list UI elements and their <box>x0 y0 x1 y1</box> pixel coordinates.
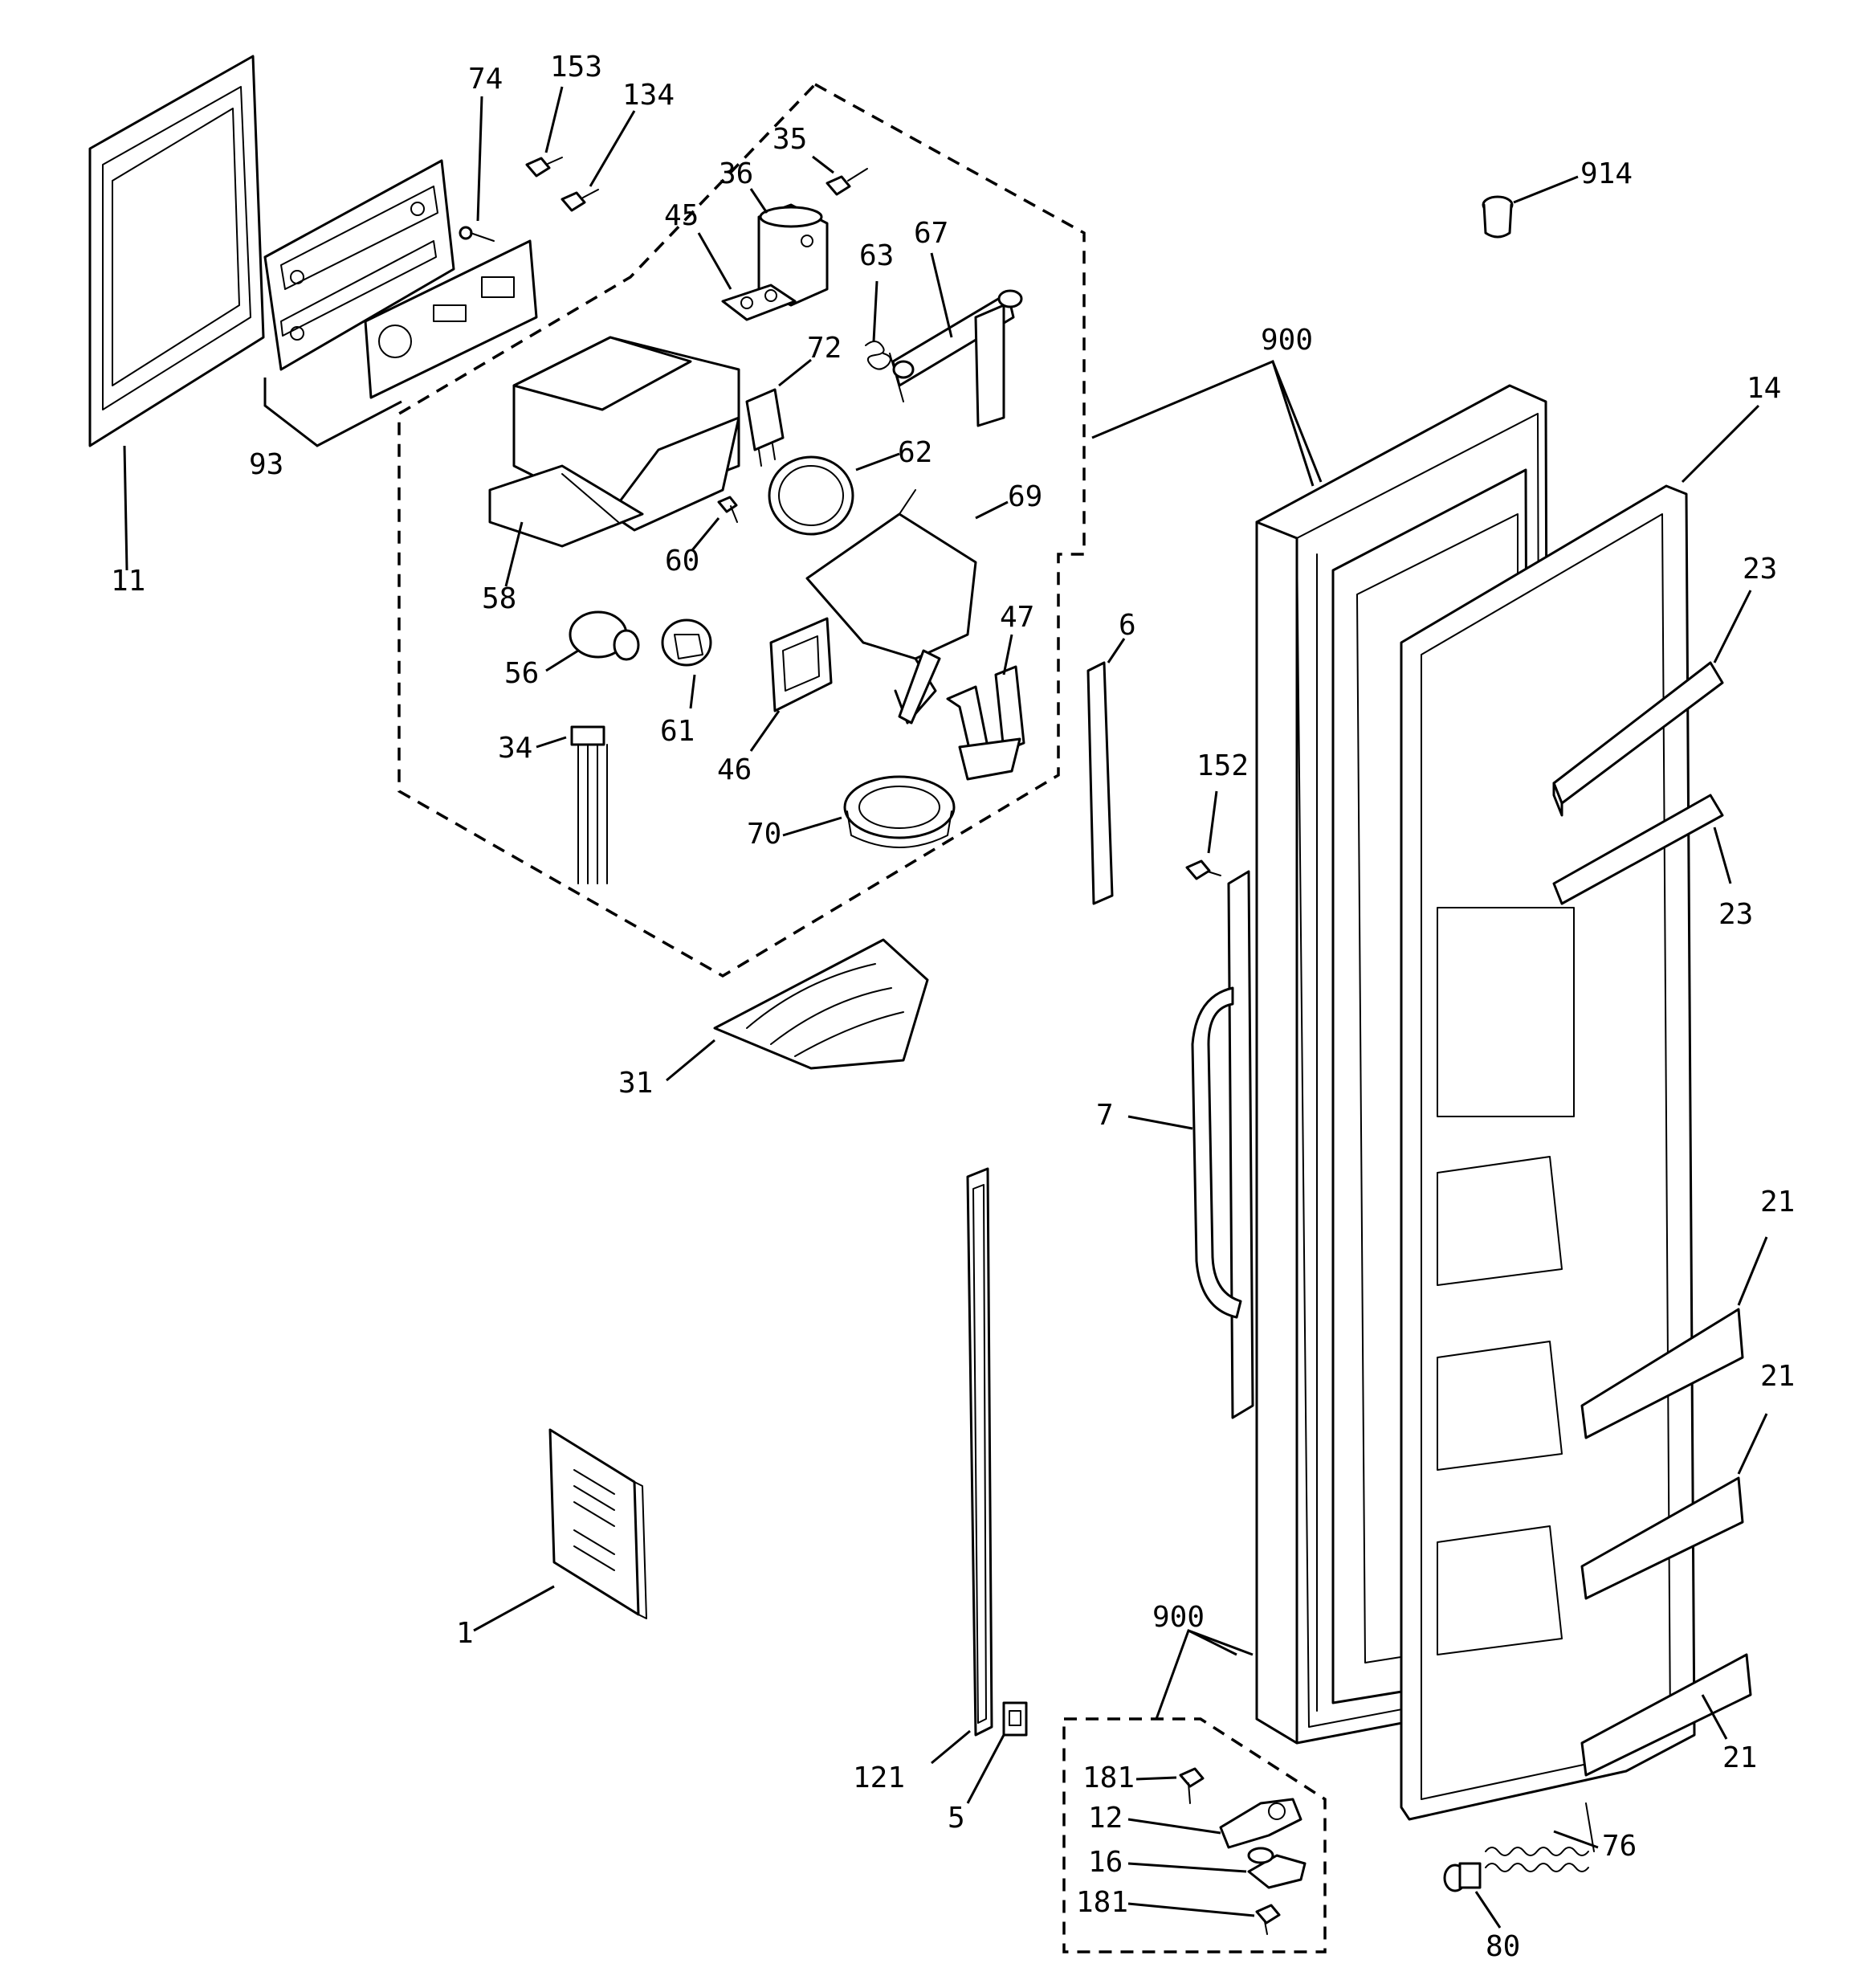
part-67-lever[interactable] <box>891 289 1023 427</box>
callout-63: 63 <box>859 239 894 272</box>
part-23-shelf-bar-upper[interactable] <box>1552 661 1724 817</box>
callout-69: 69 <box>1008 480 1042 513</box>
part-21-bin-bar-a[interactable] <box>1580 1308 1744 1439</box>
part-46-paddle[interactable] <box>769 617 833 712</box>
callout-14: 14 <box>1747 372 1781 405</box>
callout-46: 46 <box>717 753 752 786</box>
part-60-screw[interactable] <box>717 496 738 523</box>
callout-181-upper: 181 <box>1082 1761 1135 1794</box>
part-21-bin-bar-b[interactable] <box>1580 1476 1744 1600</box>
callout-60: 60 <box>665 545 699 578</box>
part-12-hinge[interactable] <box>1219 1798 1302 1849</box>
callout-134: 134 <box>622 79 675 112</box>
part-1-owners-manual[interactable] <box>548 1428 647 1619</box>
callout-74: 74 <box>468 63 503 96</box>
callout-7: 7 <box>1096 1099 1114 1132</box>
part-58-ice-chute-housing[interactable] <box>488 336 740 548</box>
part-914-cap[interactable] <box>1482 195 1514 239</box>
part-74-wire[interactable] <box>459 226 495 242</box>
part-47-actuator[interactable] <box>946 665 1025 781</box>
dispenser-assembly-group-outline <box>397 82 1086 978</box>
callout-153: 153 <box>550 51 602 84</box>
part-134-screw[interactable] <box>561 189 599 212</box>
callout-23-lower: 23 <box>1718 898 1753 931</box>
callout-21-b: 21 <box>1760 1360 1795 1393</box>
callout-914: 914 <box>1580 157 1633 190</box>
part-34-wire-harness[interactable] <box>570 725 608 884</box>
callout-900-hinge: 900 <box>1152 1601 1205 1634</box>
callout-47: 47 <box>1000 601 1034 634</box>
part-5-clip[interactable] <box>1002 1701 1028 1737</box>
part-11-trim-frame[interactable] <box>88 55 265 447</box>
part-14-door-gasket[interactable] <box>1400 484 1696 1821</box>
callout-76: 76 <box>1602 1830 1637 1863</box>
part-45-bracket[interactable] <box>721 284 797 321</box>
callout-11: 11 <box>111 565 145 598</box>
part-121-trim-strip[interactable] <box>966 1167 993 1737</box>
part-93-control-panel[interactable] <box>263 159 538 399</box>
part-31-drip-tray[interactable] <box>713 938 929 1070</box>
callout-93: 93 <box>249 448 283 481</box>
part-61-coupler[interactable] <box>661 618 712 667</box>
part-7-door-handle[interactable] <box>1191 870 1254 1419</box>
callout-34: 34 <box>498 732 532 765</box>
part-69-chute[interactable] <box>805 489 977 725</box>
callout-5: 5 <box>948 1802 965 1835</box>
part-152-screw[interactable] <box>1185 859 1221 880</box>
part-62-cover[interactable] <box>768 455 854 536</box>
callout-62: 62 <box>898 436 932 469</box>
callout-58: 58 <box>482 582 516 615</box>
callout-35: 35 <box>773 123 807 156</box>
callout-21-a: 21 <box>1760 1186 1795 1219</box>
part-35-screw[interactable] <box>826 168 868 196</box>
part-181-screw-lower[interactable] <box>1255 1904 1281 1935</box>
part-16-hinge-pin[interactable] <box>1247 1847 1307 1889</box>
part-72-switch[interactable] <box>745 388 785 467</box>
part-6-trim-strip[interactable] <box>1086 661 1114 905</box>
callout-900-door: 900 <box>1261 324 1313 357</box>
part-23-shelf-bar-lower[interactable] <box>1552 794 1724 905</box>
callout-72: 72 <box>807 332 842 365</box>
callout-36: 36 <box>719 157 753 190</box>
part-80-fitting[interactable] <box>1443 1862 1482 1892</box>
part-181-screw-upper[interactable] <box>1179 1767 1205 1804</box>
callout-56: 56 <box>504 657 539 690</box>
callout-23-upper: 23 <box>1743 553 1777 586</box>
part-76-spring-hose[interactable] <box>1485 1802 1595 1872</box>
callout-152: 152 <box>1196 749 1249 782</box>
callout-31: 31 <box>618 1067 653 1100</box>
callout-121: 121 <box>853 1761 905 1794</box>
callout-45: 45 <box>664 199 699 232</box>
callout-80: 80 <box>1486 1930 1520 1963</box>
part-153-screw[interactable] <box>525 157 563 178</box>
callout-67: 67 <box>914 217 948 250</box>
part-70-ring[interactable] <box>843 775 956 848</box>
callout-12: 12 <box>1088 1802 1123 1835</box>
callout-21-c: 21 <box>1722 1741 1757 1774</box>
hinge-assembly-group-outline <box>1062 1717 1327 1953</box>
part-21-bin-bar-c[interactable] <box>1580 1653 1752 1777</box>
callout-16: 16 <box>1088 1846 1123 1879</box>
callout-1: 1 <box>456 1617 474 1650</box>
callout-70: 70 <box>747 818 781 851</box>
callout-61: 61 <box>660 715 695 748</box>
callout-labels: 11 93 74 153 134 35 36 45 63 67 72 62 60… <box>111 51 1795 1963</box>
callout-181-lower: 181 <box>1076 1886 1128 1919</box>
part-56-light-socket[interactable] <box>569 610 640 661</box>
callout-6: 6 <box>1119 609 1136 642</box>
